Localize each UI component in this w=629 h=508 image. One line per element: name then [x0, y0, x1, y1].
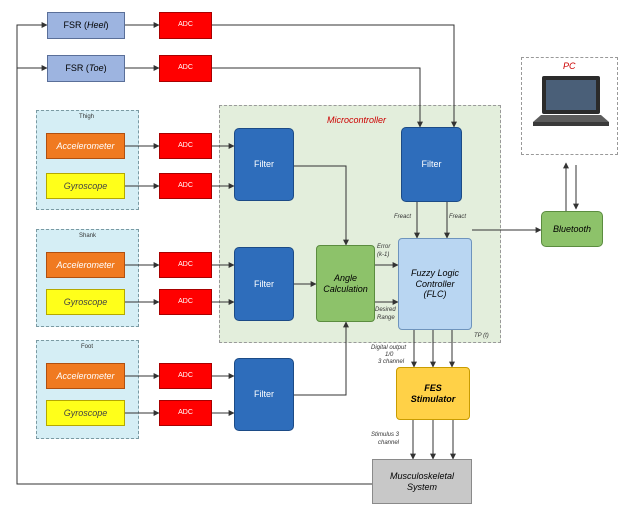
signal-freact-label: Freact — [394, 214, 412, 220]
signal-digital-output-label: Digital output — [371, 345, 407, 351]
filter-box: Filter — [234, 128, 294, 201]
adc-box: ADC — [159, 363, 212, 389]
signal-range-label: Range — [377, 315, 395, 321]
foot-gyroscope: Gyroscope — [46, 400, 125, 426]
fsr-heel-word: Heel — [86, 20, 106, 31]
adc-box: ADC — [159, 173, 212, 199]
signal-stimulus-channel-label: channel — [378, 440, 400, 446]
angle-calculation-line1: Angle — [333, 273, 358, 284]
signal-digital-bits-label: 1/0 — [385, 352, 394, 358]
adc-box: ADC — [159, 12, 212, 39]
sensor-group-title: Shank — [79, 233, 97, 239]
filter-box: Filter — [234, 247, 294, 321]
angle-calculation-line2: Calculation — [323, 283, 368, 294]
fsr-toe-box: FSR (Toe) — [47, 55, 125, 82]
signal-freact-label: Freact — [449, 214, 467, 220]
signal-error-k-label: (k-1) — [377, 252, 390, 258]
filter-box: Filter — [234, 358, 294, 431]
fes-line2: Stimulator — [410, 393, 456, 404]
fes-stimulator-box: FES Stimulator — [396, 367, 470, 420]
sensor-group-title: Thigh — [79, 114, 95, 120]
pc-title: PC — [563, 61, 576, 71]
sensor-group-title: Foot — [81, 344, 94, 350]
shank-accelerometer: Accelerometer — [46, 252, 125, 278]
microcontroller-title: Microcontroller — [327, 115, 387, 125]
musculoskeletal-line2: System — [406, 481, 437, 492]
filter-box: Filter — [401, 127, 462, 202]
flc-line2: Controller — [415, 278, 455, 289]
thigh-gyroscope: Gyroscope — [46, 173, 125, 199]
foot-accelerometer: Accelerometer — [46, 363, 125, 389]
adc-box: ADC — [159, 133, 212, 159]
shank-gyroscope: Gyroscope — [46, 289, 125, 315]
adc-box: ADC — [159, 252, 212, 278]
adc-box: ADC — [159, 55, 212, 82]
flc-line1: Fuzzy Logic — [410, 268, 460, 279]
bluetooth-box: Bluetooth — [541, 211, 603, 247]
musculoskeletal-line1: Musculoskeletal — [389, 471, 455, 482]
musculoskeletal-system-box: Musculoskeletal System — [372, 459, 472, 504]
fsr-heel-suffix: ) — [105, 20, 109, 31]
fsr-toe-prefix: FSR ( — [65, 63, 89, 74]
angle-calculation-box: Angle Calculation — [316, 245, 375, 322]
fes-line1: FES — [424, 383, 442, 394]
adc-box: ADC — [159, 400, 212, 426]
signal-error-label: Error — [377, 244, 391, 250]
signal-digital-channels-label: 3 channel — [378, 359, 405, 365]
signal-stimulus-label: Stimulus 3 — [371, 432, 400, 438]
fsr-toe-suffix: ) — [103, 63, 107, 74]
thigh-accelerometer: Accelerometer — [46, 133, 125, 159]
adc-box: ADC — [159, 289, 212, 315]
fsr-heel-prefix: FSR ( — [63, 20, 87, 31]
fsr-heel-box: FSR (Heel) — [47, 12, 125, 39]
fuzzy-logic-controller-box: Fuzzy Logic Controller (FLC) — [398, 238, 472, 330]
fsr-toe-word: Toe — [88, 63, 104, 74]
signal-desired-label: Desired — [375, 307, 396, 313]
laptop-icon — [533, 76, 609, 126]
flc-line3: (FLC) — [423, 289, 447, 300]
signal-tp-label: TP (t) — [474, 333, 489, 339]
